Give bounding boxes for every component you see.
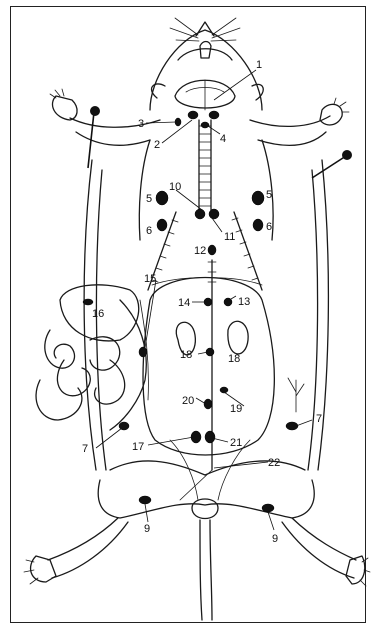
label-19: 19 — [230, 403, 242, 415]
label-16: 16 — [92, 308, 104, 320]
node-thymic-left — [195, 209, 205, 219]
label-7-left: 7 — [82, 443, 88, 455]
label-6-right: 6 — [266, 221, 272, 233]
node-gastric — [204, 298, 212, 306]
label-2: 2 — [154, 139, 160, 151]
node-popliteal-left — [139, 496, 151, 504]
node-lumbar — [204, 399, 212, 409]
label-11: 11 — [224, 231, 235, 243]
node-mandibular-left — [188, 111, 198, 119]
label-22: 22 — [268, 457, 280, 469]
node-mandibular-right — [209, 111, 219, 119]
label-5-right: 5 — [266, 189, 272, 201]
node-axillary-left-upper — [156, 191, 168, 205]
label-15: 15 — [144, 273, 156, 285]
label-18-right: 18 — [228, 353, 240, 365]
node-axillary-right-upper — [252, 191, 264, 205]
pin-left-shaft — [88, 112, 94, 168]
node-axillary-left-lower — [157, 219, 167, 231]
label-12: 12 — [194, 245, 206, 257]
node-mediastinal — [208, 245, 216, 255]
node-thymic-right — [209, 209, 219, 219]
label-9-right: 9 — [272, 533, 278, 545]
label-3: 3 — [138, 118, 144, 130]
label-7-right: 7 — [316, 413, 322, 425]
node-pancreatic — [83, 299, 93, 305]
vessels — [36, 120, 304, 500]
label-10: 10 — [169, 181, 181, 193]
label-21: 21 — [230, 437, 242, 449]
label-13: 13 — [238, 296, 250, 308]
label-9-left: 9 — [144, 523, 150, 535]
label-18-left: 18 — [180, 349, 192, 361]
node-iliac-right — [205, 431, 215, 443]
label-20: 20 — [182, 395, 194, 407]
label-6-left: 6 — [146, 225, 152, 237]
label-14: 14 — [178, 297, 190, 309]
node-popliteal-right — [262, 504, 274, 512]
label-1: 1 — [256, 59, 262, 71]
pin-left-head-icon — [90, 106, 100, 116]
label-4: 4 — [220, 133, 226, 145]
node-mesenteric — [139, 347, 147, 357]
node-axillary-right-lower — [253, 219, 263, 231]
label-17: 17 — [132, 441, 144, 453]
pin-right-shaft — [312, 156, 346, 178]
body-outline — [24, 18, 370, 620]
label-5-left: 5 — [146, 193, 152, 205]
pin-right-head-icon — [342, 150, 352, 160]
node-submandibular — [201, 122, 209, 128]
